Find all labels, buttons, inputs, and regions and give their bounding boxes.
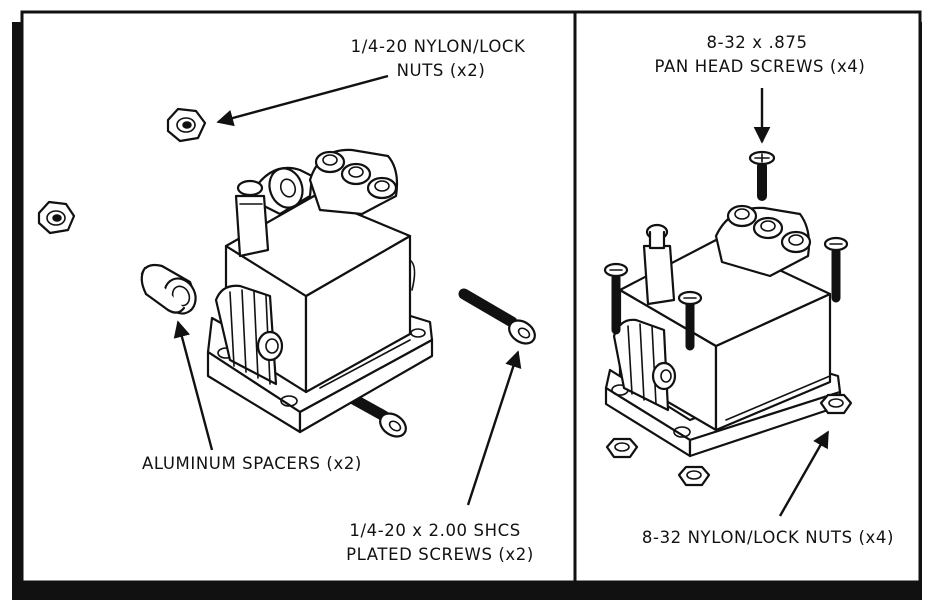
right-nuts-arrow [778,430,830,517]
left-screws-arrow [466,350,522,506]
right-nuts-label-line-1: 8-32 NYLON/LOCK NUTS (x4) [642,528,894,547]
pan-head-screw [748,150,776,201]
nuts-label-line-1: 1/4-20 NYLON/LOCK [351,37,526,56]
lock-nut [819,393,853,415]
left-screws-label-line-1: 1/4-20 x 2.00 SHCS [349,521,520,540]
lock-nut [37,200,76,235]
nuts-label-line-2: NUTS (x2) [397,61,486,80]
right-screws-label-line-1: 8-32 x .875 [707,33,808,52]
pan-head-screw [823,236,849,303]
left-screws-label-line-2: PLATED SCREWS (x2) [346,545,534,564]
left-screws-label: 1/4-20 x 2.00 SHCS PLATED SCREWS (x2) [346,521,534,564]
left-panel: 1/4-20 NYLON/LOCK NUTS (x2) ALUMINUM SPA… [37,37,536,564]
right-screws-label-line-2: PAN HEAD SCREWS (x4) [655,57,866,76]
lock-nut [166,107,207,143]
right-screws-label: 8-32 x .875 PAN HEAD SCREWS (x4) [655,33,866,76]
right-panel: 8-32 x .875 PAN HEAD SCREWS (x4) 8-32 NY… [603,33,894,547]
lock-nut [605,437,639,459]
pan-head-screw [603,262,629,335]
spacers-arrow [173,320,214,451]
shcs-screw [458,288,536,345]
right-nuts-label: 8-32 NYLON/LOCK NUTS (x4) [642,528,894,547]
coil-assembly-installed [604,204,842,458]
spacers-label: ALUMINUM SPACERS (x2) [142,454,362,473]
aluminum-spacer [140,263,197,315]
nuts-arrow [216,74,389,127]
spacers-label-line-1: ALUMINUM SPACERS (x2) [142,454,362,473]
pan-head-screw [677,290,703,351]
nuts-label: 1/4-20 NYLON/LOCK NUTS (x2) [351,37,532,80]
coil-assembly [206,148,434,434]
lock-nut [677,465,711,487]
